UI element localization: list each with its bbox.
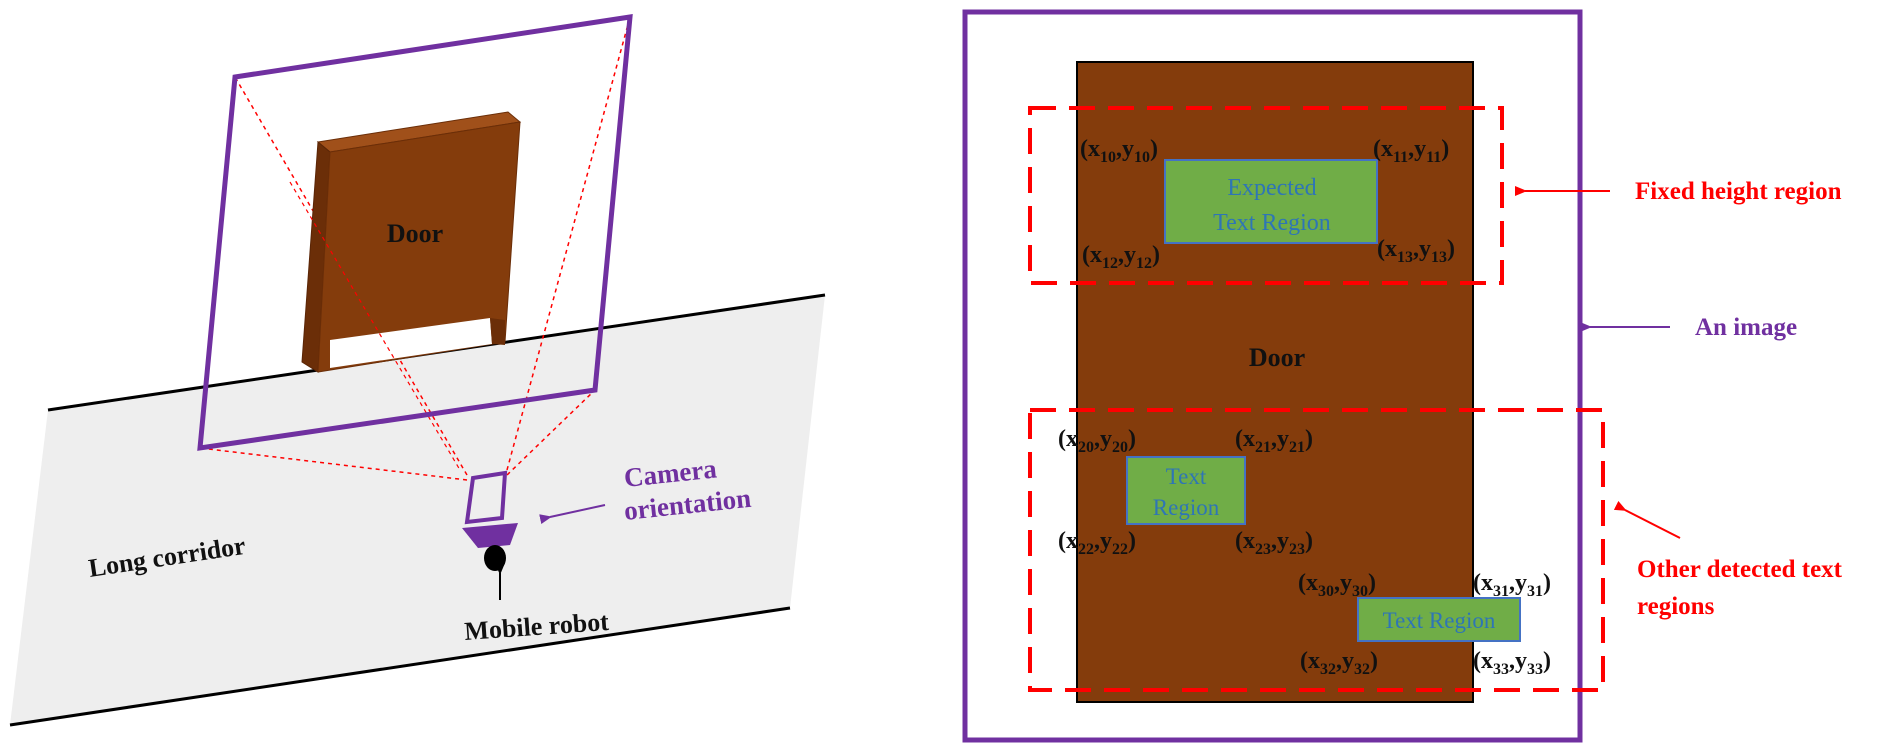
expected-region-line2: Text Region [1213,210,1331,236]
coord-label: (x31,y31) [1473,570,1551,600]
expected-region-line1: Expected [1227,175,1316,201]
right-panel: Expected Text Region Text Region Text Re… [962,9,1843,743]
text-region-box-b [1357,597,1521,642]
coord-label: (x12,y12) [1082,242,1160,272]
coord-label: (x23,y23) [1235,528,1313,558]
coord-label: (x21,y21) [1235,426,1313,456]
other-regions-line2: regions [1637,593,1715,620]
coord-label: (x13,y13) [1377,236,1455,266]
image-label: An image [1695,314,1797,341]
corridor-bottom-edge [9,606,791,727]
other-regions-arrow [1613,501,1681,539]
other-regions-box [1028,408,1605,692]
camera-projection-lines [199,16,631,481]
coord-label: (x33,y33) [1473,648,1551,678]
other-regions-line1: Other detected text [1637,556,1843,583]
mobile-robot-icon [484,545,506,571]
coord-label: (x11,y11) [1373,136,1449,166]
camera-window [464,470,508,525]
coordinate-labels: (x10,y10) (x11,y11) (x12,y12) (x13,y13) … [1058,136,1551,678]
fixed-height-label: Fixed height region [1635,178,1842,205]
text-region-a-line2: Region [1153,495,1220,520]
door-3d [301,111,522,373]
camera-view-frame [197,14,633,451]
text-region-a-line1: Text [1166,464,1207,489]
camera-body-icon [462,523,518,548]
text-region-box-a [1126,456,1246,525]
coord-label: (x22,y22) [1058,528,1136,558]
right-door-label: Door [1249,343,1305,372]
left-door-label: Door [387,219,443,248]
text-region-b-label: Text Region [1383,608,1496,633]
expected-text-region-box [1164,159,1378,244]
fixed-height-region [1028,106,1504,285]
coord-label: (x30,y30) [1298,570,1376,600]
left-panel: Door Long corridor Mobile robot Camera o… [9,14,826,727]
coord-label: (x20,y20) [1058,426,1136,456]
camera-arrow [539,504,606,525]
coord-label: (x10,y10) [1080,136,1158,166]
coord-label: (x32,y32) [1300,648,1378,678]
corridor-floor [10,295,825,725]
